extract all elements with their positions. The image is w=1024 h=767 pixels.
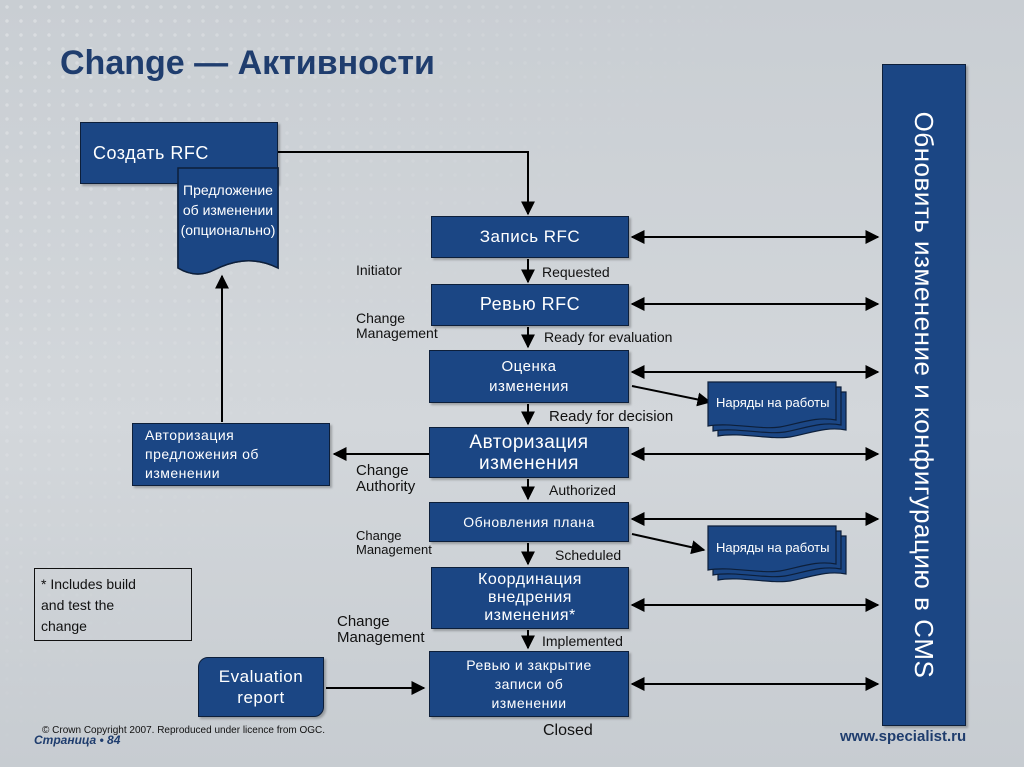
step-authorize-line-2: изменения — [479, 452, 579, 474]
role-2-line-2: Authority — [356, 477, 416, 495]
cms-update-bar — [882, 64, 966, 726]
step-coordinate-line-2: внедрения — [488, 589, 572, 606]
footer-copyright: © Crown Copyright 2007. Reproduced under… — [42, 725, 326, 736]
step-coordinate-line-3: изменения* — [484, 607, 576, 624]
page-title: Change — Активности — [60, 44, 435, 82]
step-review-close: Ревью и закрытие записи об изменении — [429, 651, 629, 717]
step-evaluate-change: Оценка изменения — [429, 350, 629, 403]
role-change-management-1: Change Management — [356, 311, 438, 340]
step-review-close-line-3: изменении — [491, 694, 567, 711]
note-box: * Includes build and test the change — [34, 568, 192, 641]
proposal-line-1: Предложение — [183, 182, 273, 198]
role-2-line-1: Change — [356, 462, 409, 479]
step-coordinate-line-1: Координация — [478, 571, 582, 588]
footer-website[interactable]: www.specialist.ru — [840, 728, 967, 745]
step-review-close-line-1: Ревью и закрытие — [466, 656, 592, 673]
status-scheduled: Scheduled — [555, 547, 622, 563]
cms-update-label: Обновить изменение и конфигурацию в CMS — [909, 111, 939, 679]
step-update-plan: Обновления плана — [429, 502, 629, 542]
proposal-document: Предложение об изменении (опционально) — [180, 180, 276, 240]
work-orders-shape-1 — [707, 381, 847, 439]
step-coordinate-change: Координация внедрения изменения* — [431, 567, 629, 629]
role-4-line-1: Change — [337, 613, 390, 630]
status-authorized: Authorized — [549, 482, 616, 498]
work-orders-shape-2 — [707, 525, 847, 583]
proposal-line-3: (опционально) — [180, 222, 276, 238]
create-rfc-label: Создать RFC — [93, 143, 209, 163]
footer-page-number: Страница • 84 — [34, 733, 121, 747]
role-3-line-1: Change — [356, 528, 402, 543]
step-record-rfc-label: Запись RFC — [479, 226, 581, 246]
step-evaluate-line-2: изменения — [489, 377, 569, 395]
step-update-plan-label: Обновления плана — [463, 513, 595, 530]
role-change-management-3: Change Management — [337, 614, 425, 646]
role-4-line-2: Management — [337, 628, 425, 646]
work-orders-label-2: Наряды на работы — [716, 540, 830, 555]
authorize-proposal-line-1: Авторизация — [145, 427, 235, 443]
note-line-2: and test the — [41, 597, 115, 613]
authorize-proposal-box: Авторизация предложения об изменении — [132, 423, 330, 486]
authorize-proposal-line-2: предложения об — [145, 446, 259, 462]
note-line-1: * Includes build — [41, 576, 136, 592]
role-3-line-2: Management — [356, 541, 432, 557]
note-line-3: change — [41, 618, 87, 634]
role-change-authority: Change Authority — [356, 463, 415, 495]
arrow-to-work-orders-1 — [631, 385, 712, 407]
arrow-create-to-record — [278, 151, 535, 216]
create-rfc-box: Создать RFC — [80, 122, 278, 184]
role-1-line-2: Management — [356, 324, 438, 341]
status-closed: Closed — [543, 722, 593, 739]
status-implemented: Implemented — [542, 633, 623, 649]
status-requested: Requested — [542, 264, 610, 280]
step-authorize-line-1: Авторизация — [469, 431, 589, 453]
role-initiator-label: Initiator — [356, 262, 402, 278]
step-authorize-change: Авторизация изменения — [429, 427, 629, 478]
status-ready-for-evaluation: Ready for evaluation — [544, 329, 673, 345]
proposal-line-2: об изменении — [182, 202, 274, 218]
evaluation-report-line-1: Evaluation — [218, 667, 304, 686]
authorize-proposal-line-3: изменении — [145, 465, 221, 481]
role-initiator: Initiator — [356, 263, 402, 278]
step-review-close-line-2: записи об — [494, 675, 564, 692]
status-ready-for-decision: Ready for decision — [549, 408, 674, 425]
step-evaluate-line-1: Оценка — [501, 357, 557, 375]
evaluation-report-line-2: report — [237, 688, 285, 707]
role-change-management-2: Change Management — [356, 529, 432, 556]
work-orders-label-1: Наряды на работы — [716, 395, 830, 410]
step-review-rfc: Ревью RFC — [431, 284, 629, 326]
arrow-to-work-orders-2 — [631, 533, 706, 555]
step-review-rfc-label: Ревью RFC — [479, 294, 581, 315]
role-1-line-1: Change — [356, 310, 406, 326]
step-record-rfc: Запись RFC — [431, 216, 629, 258]
evaluation-report-box: Evaluation report — [198, 657, 324, 717]
